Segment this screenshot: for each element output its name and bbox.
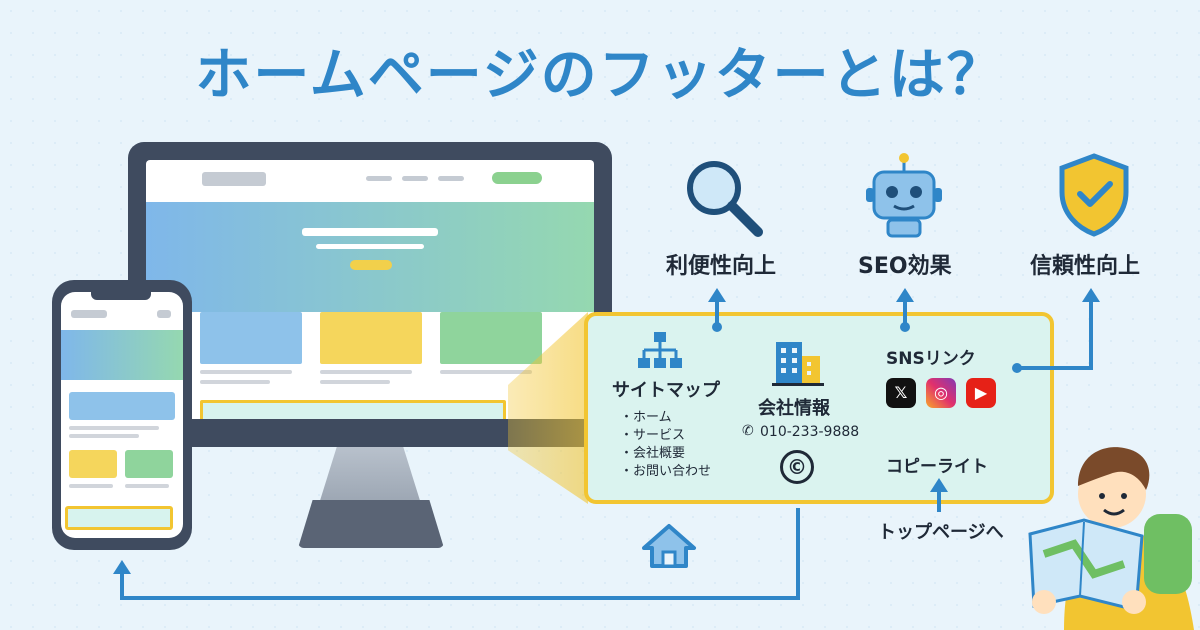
arrow-up-icon <box>708 288 726 302</box>
copyright-symbol: © <box>780 450 814 484</box>
phone-logo <box>71 310 107 318</box>
phone-icon: ✆ <box>742 423 754 439</box>
phone-footer-highlight <box>65 506 173 530</box>
desktop-logo <box>202 172 266 186</box>
phone-screen <box>61 292 183 538</box>
desktop-text-line <box>200 370 292 374</box>
desktop-nav <box>146 160 594 202</box>
connector-dot <box>1012 363 1022 373</box>
company-phone[interactable]: 010-233-9888 <box>760 424 860 440</box>
connector-line <box>1018 366 1093 370</box>
connector-line <box>120 596 800 600</box>
phone-menu-icon <box>157 310 171 318</box>
smartphone <box>52 280 192 550</box>
phone-text-line <box>69 484 113 488</box>
desktop-footer-highlight <box>200 400 506 419</box>
monitor-base <box>298 500 444 548</box>
desktop-card <box>320 312 422 364</box>
hero-heading-bar <box>302 228 438 236</box>
footer-callout <box>584 312 1054 504</box>
arrow-up-icon <box>113 560 131 574</box>
phone-card <box>69 450 117 478</box>
desktop-text-line <box>440 370 532 374</box>
benefit-usability: 利便性向上 <box>666 254 777 279</box>
desktop-card <box>200 312 302 364</box>
desktop-text-line <box>320 370 412 374</box>
arrow-up-icon <box>930 478 948 492</box>
company-info-label: 会社情報 <box>758 398 830 419</box>
sitemap-icon <box>638 332 682 368</box>
hero-text-bar <box>316 244 424 249</box>
desktop-nav-link <box>438 176 464 181</box>
desktop-text-line <box>320 380 390 384</box>
connector-line <box>796 508 800 600</box>
desktop-nav-button <box>492 172 542 184</box>
page-title: ホームページのフッターとは？ <box>195 43 1005 108</box>
desktop-nav-link <box>366 176 392 181</box>
youtube-icon[interactable]: ▶ <box>966 378 996 408</box>
benefit-trust: 信頼性向上 <box>1030 254 1141 279</box>
monitor-stand <box>318 447 422 507</box>
copyright-label: コピーライト <box>886 457 988 477</box>
magnifier-icon <box>687 161 763 237</box>
desktop-nav-link <box>402 176 428 181</box>
sitemap-item[interactable]: ・会社概要 <box>620 446 686 461</box>
desktop-card <box>440 312 542 364</box>
desktop-monitor <box>128 142 612 447</box>
desktop-hero <box>146 202 594 312</box>
phone-text-line <box>69 434 139 438</box>
connector-line <box>903 300 907 324</box>
phone-card <box>125 450 173 478</box>
phone-card <box>69 392 175 420</box>
connector-line <box>715 300 719 324</box>
robot-icon <box>866 153 942 238</box>
connector-line <box>937 490 941 512</box>
connector-dot <box>712 322 722 332</box>
sitemap-item[interactable]: ・お問い合わせ <box>620 464 712 479</box>
home-icon[interactable] <box>640 522 698 570</box>
phone-notch <box>91 292 151 300</box>
phone-text-line <box>125 484 169 488</box>
building-icon <box>772 342 824 386</box>
connector-line <box>120 572 124 600</box>
sns-links-label: SNSリンク <box>886 349 976 369</box>
phone-hero <box>61 330 183 380</box>
person-with-map-illustration <box>1028 447 1194 630</box>
hero-button <box>350 260 392 270</box>
sitemap-label: サイトマップ <box>612 380 720 401</box>
connector-line <box>1089 300 1093 370</box>
phone-text-line <box>69 426 159 430</box>
sitemap-item[interactable]: ・ホーム <box>620 410 672 425</box>
arrow-up-icon <box>1082 288 1100 302</box>
shield-check-icon <box>1059 153 1129 237</box>
x-icon[interactable]: 𝕏 <box>886 378 916 408</box>
top-page-link[interactable]: トップページへ <box>878 522 1004 543</box>
desktop-text-line <box>200 380 270 384</box>
connector-dot <box>900 322 910 332</box>
sitemap-item[interactable]: ・サービス <box>620 428 686 443</box>
arrow-up-icon <box>896 288 914 302</box>
benefit-seo: SEO効果 <box>858 254 952 279</box>
instagram-icon[interactable]: ◎ <box>926 378 956 408</box>
